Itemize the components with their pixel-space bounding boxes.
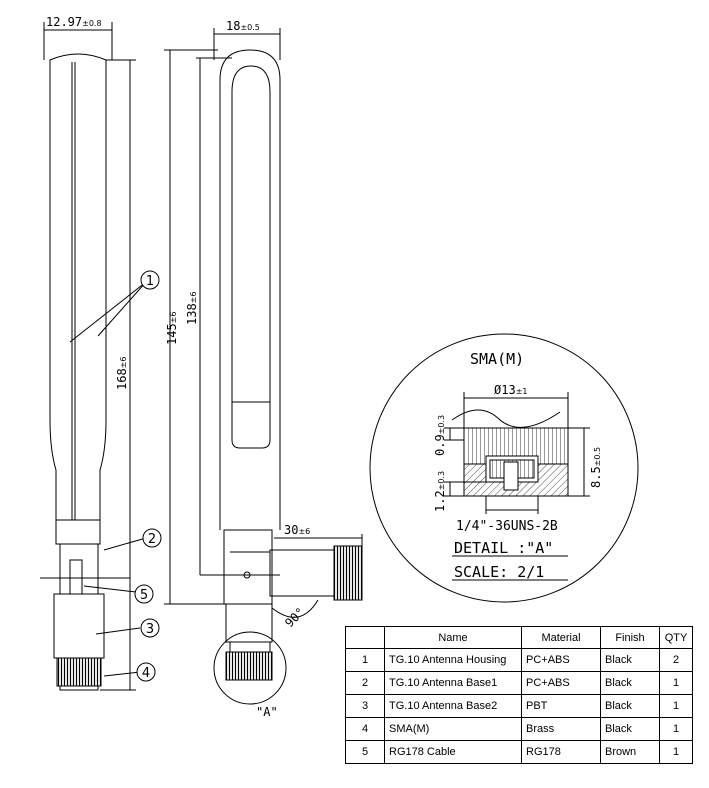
balloon-3: 3 (146, 622, 154, 637)
balloon-2: 2 (148, 532, 156, 547)
scale-label: SCALE: 2/1 (454, 563, 544, 581)
bom-header-finish: Finish (600, 626, 660, 649)
bom-cell-material: PC+ABS (521, 671, 601, 695)
front-view (164, 28, 363, 705)
balloon-1: 1 (146, 274, 154, 289)
dim-1-2: 1.2±0.3 (433, 471, 447, 512)
dim-8-5: 8.5±0.5 (589, 447, 603, 488)
bom-cell-qty: 2 (659, 648, 693, 672)
side-view (40, 22, 147, 691)
dim-30: 30±6 (284, 523, 310, 537)
bom-cell-material: PBT (521, 694, 601, 718)
bom-cell-material: Brass (521, 717, 601, 741)
bom-cell-finish: Black (600, 671, 660, 695)
bom-cell-name: TG.10 Antenna Base2 (384, 694, 522, 718)
bom-cell-index: 2 (345, 671, 385, 695)
bom-cell-qty: 1 (659, 671, 693, 695)
bom-cell-material: PC+ABS (521, 648, 601, 672)
bom-cell-name: TG.10 Antenna Base1 (384, 671, 522, 695)
bom-cell-name: RG178 Cable (384, 740, 522, 764)
balloons (134, 270, 162, 682)
dim-138: 138±6 (185, 292, 199, 325)
bom-cell-material: RG178 (521, 740, 601, 764)
table-row: 1 TG.10 Antenna Housing PC+ABS Black 2 (345, 648, 693, 672)
thread-spec: 1/4"-36UNS-2B (456, 519, 558, 534)
balloon-4: 4 (142, 666, 150, 681)
bom-header-qty: QTY (659, 626, 693, 649)
bom-cell-qty: 1 (659, 717, 693, 741)
bom-cell-index: 5 (345, 740, 385, 764)
balloon-5: 5 (140, 588, 148, 603)
bom-cell-index: 3 (345, 694, 385, 718)
bom-cell-name: TG.10 Antenna Housing (384, 648, 522, 672)
table-row: 2 TG.10 Antenna Base1 PC+ABS Black 1 (345, 671, 693, 695)
bom-header-name: Name (384, 626, 522, 649)
bom-cell-finish: Black (600, 717, 660, 741)
dim-left-width: 12.97±0.8 (46, 15, 102, 29)
table-row: 5 RG178 Cable RG178 Brown 1 (345, 740, 693, 764)
dim-0-9: 0.9±0.3 (433, 415, 447, 456)
bom-cell-name: SMA(M) (384, 717, 522, 741)
detail-title: SMA(M) (470, 350, 524, 368)
bom-cell-qty: 1 (659, 740, 693, 764)
bom-cell-finish: Black (600, 694, 660, 718)
bom-cell-finish: Brown (600, 740, 660, 764)
dim-dia: Ø13±1 (494, 383, 527, 397)
detail-label: DETAIL :"A" (454, 539, 553, 557)
dim-angle: 90° (282, 605, 307, 630)
table-row: 3 TG.10 Antenna Base2 PBT Black 1 (345, 694, 693, 718)
view-label-a: "A" (256, 705, 278, 719)
bom-cell-qty: 1 (659, 694, 693, 718)
table-row: 4 SMA(M) Brass Black 1 (345, 717, 693, 741)
bom-cell-index: 4 (345, 717, 385, 741)
bom-header-row: Name Material Finish QTY (345, 626, 693, 649)
dim-168: 168±6 (115, 357, 129, 390)
detail-view (369, 333, 639, 603)
bom-header-index (345, 626, 385, 649)
dim-top-width: 18±0.5 (226, 19, 260, 33)
bom-cell-index: 1 (345, 648, 385, 672)
bom-cell-finish: Black (600, 648, 660, 672)
bom-header-material: Material (521, 626, 601, 649)
dim-145: 145±6 (165, 312, 179, 345)
bom-table: Name Material Finish QTY 1 TG.10 Antenna… (345, 626, 693, 764)
